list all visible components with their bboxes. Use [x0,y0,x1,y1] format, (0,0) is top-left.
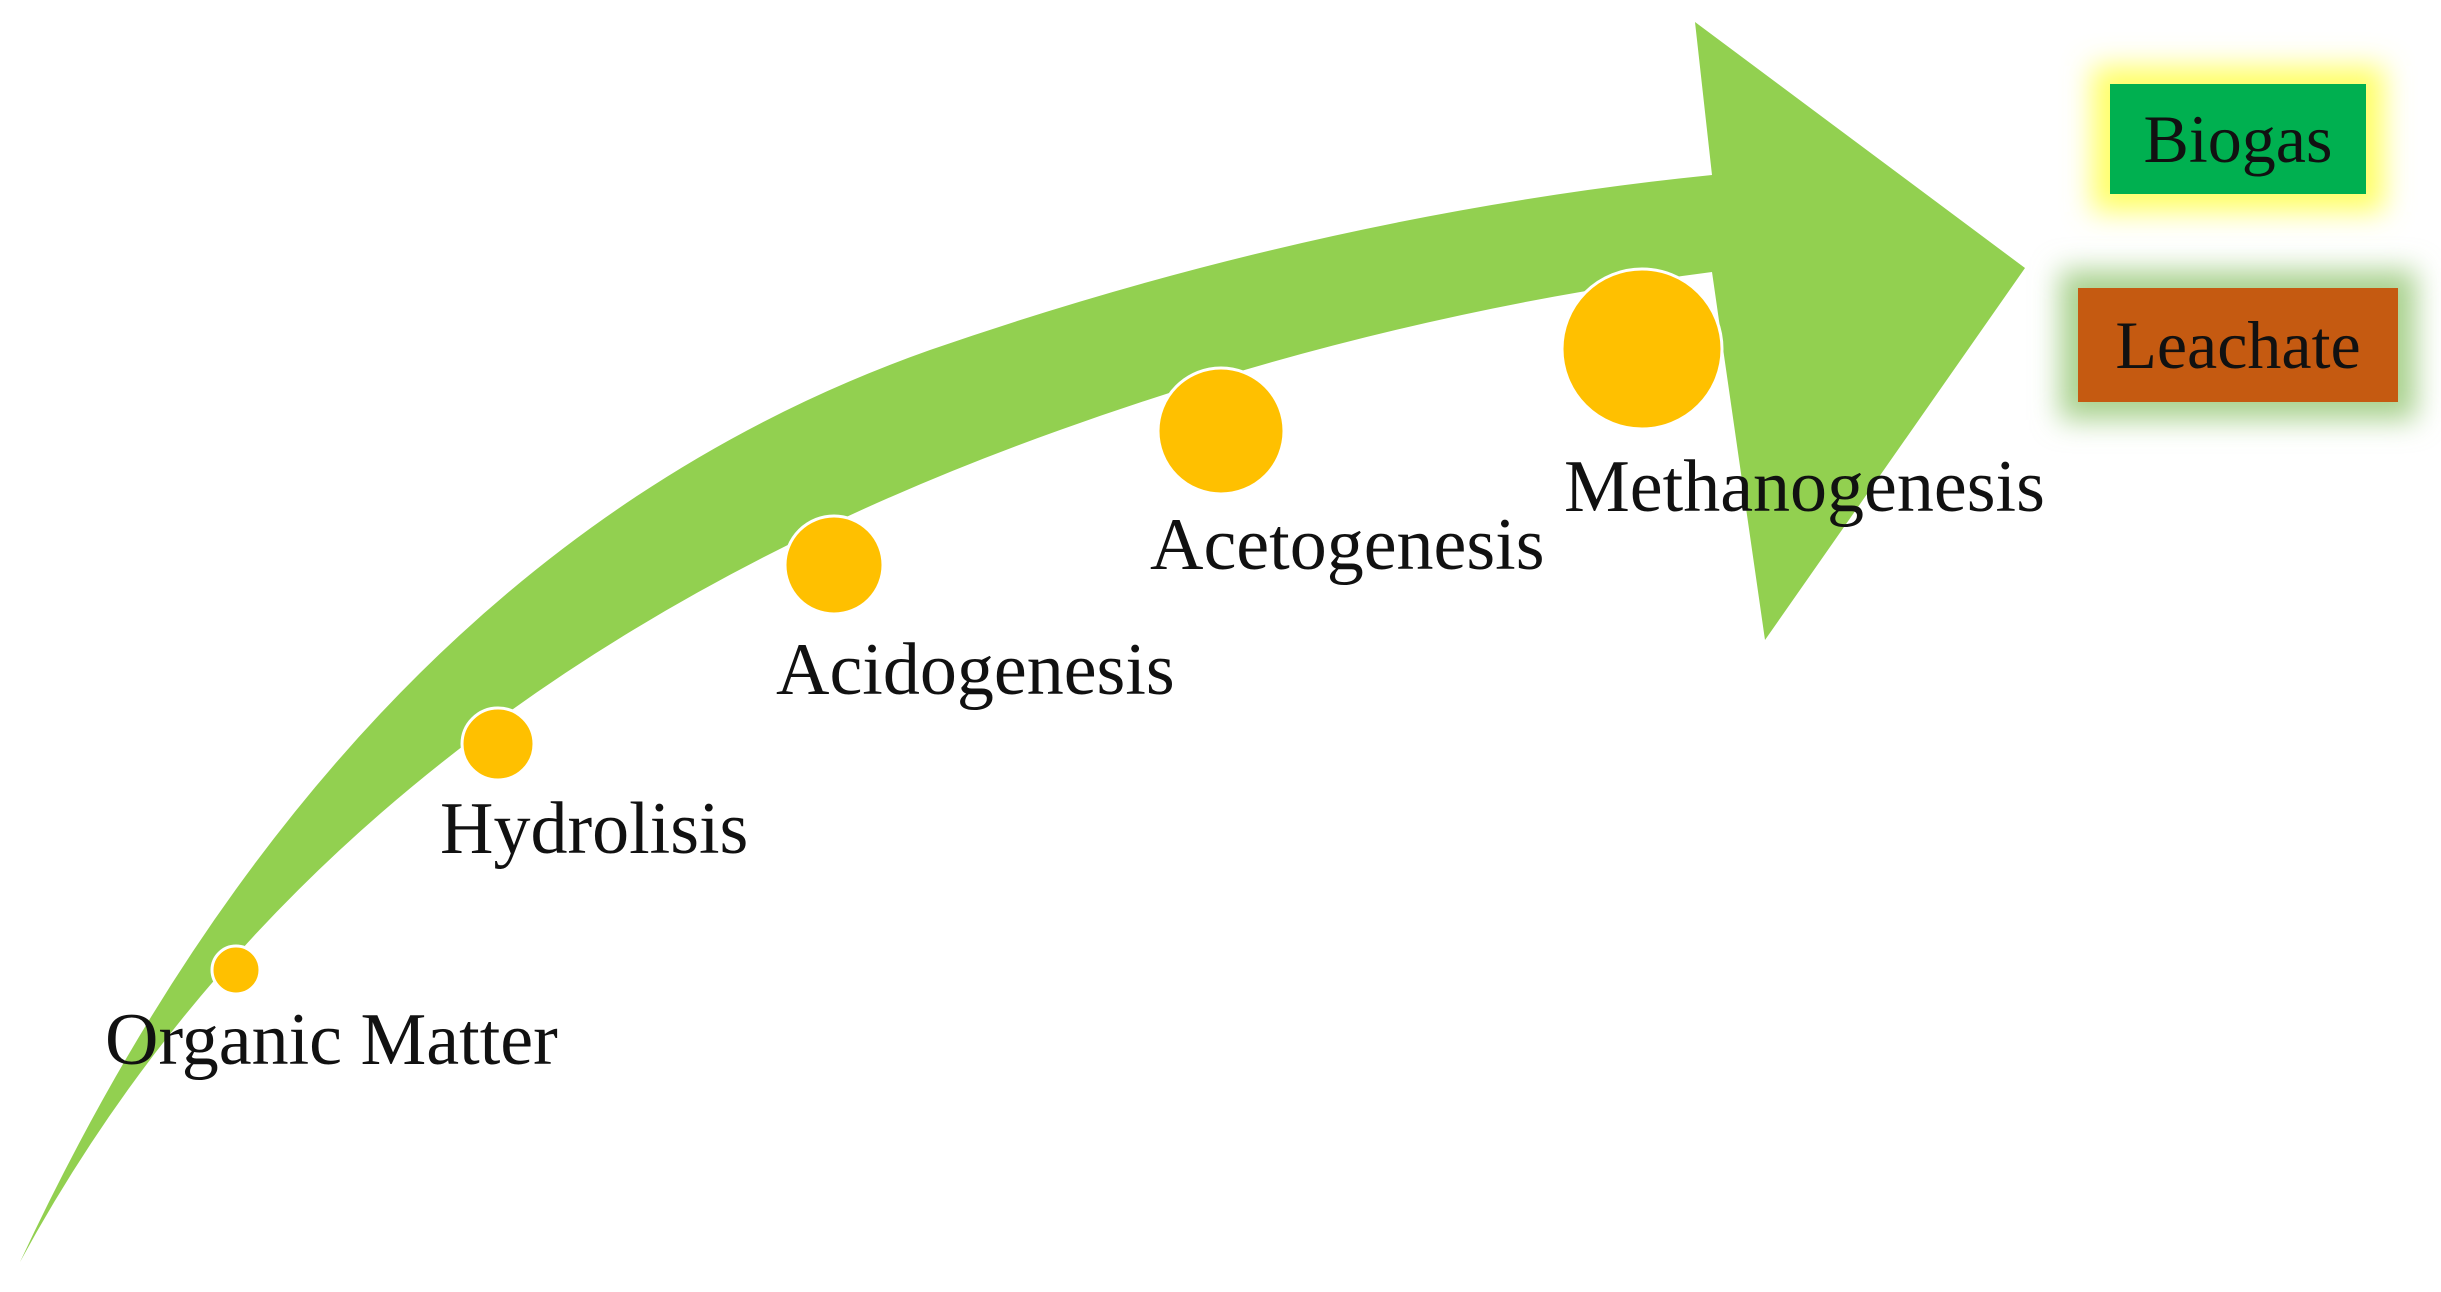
biogas-box: Biogas [2110,84,2366,194]
stage-circle-methanogenesis [1560,267,1724,431]
stage-circle-organic-matter [210,944,262,996]
stage-label-acidogenesis: Acidogenesis [776,629,1175,711]
curved-arrow [20,22,2025,1262]
stage-label-organic-matter: Organic Matter [105,999,558,1081]
stage-label-acetogenesis: Acetogenesis [1150,504,1545,586]
stage-circle-acetogenesis [1156,366,1286,496]
leachate-label: Leachate [2115,307,2361,383]
stage-circle-hydrolisis [460,706,536,782]
biogas-box-fill [2110,84,2366,194]
leachate-box-fill [2078,288,2398,402]
stage-circle-acidogenesis [783,514,885,616]
leachate-box: Leachate [2078,288,2398,402]
stage-label-methanogenesis: Methanogenesis [1564,446,2045,528]
stage-label-hydrolisis: Hydrolisis [440,788,749,870]
biogas-label: Biogas [2143,101,2333,177]
